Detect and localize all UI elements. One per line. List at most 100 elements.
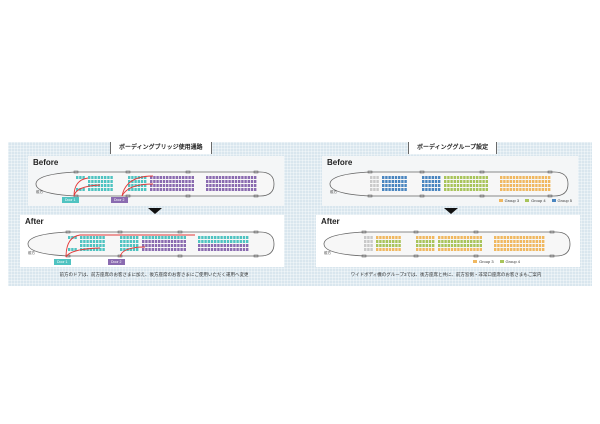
seat-first (367, 248, 370, 251)
seat-group5 (404, 180, 407, 183)
seat-economy (174, 244, 177, 247)
seat-group5 (431, 176, 434, 179)
seat-premium (136, 236, 139, 239)
seat-economy (457, 248, 460, 251)
seat-group3 (538, 176, 541, 179)
seat-first (71, 248, 74, 251)
seat-economy-rear (212, 184, 215, 187)
seat-economy-rear (217, 244, 220, 247)
seat-premium (134, 184, 137, 187)
seat-premium (134, 180, 137, 183)
seat-group5 (385, 184, 388, 187)
seat-economy-rear (204, 236, 207, 239)
seat-first (376, 184, 379, 187)
seat-group3 (538, 248, 542, 251)
legend: Group 3 Group 4 (473, 259, 520, 264)
seat-economy-rear (218, 176, 222, 179)
seat-economy (470, 240, 473, 243)
seat-premium (129, 236, 132, 239)
nose-label: 前方 (36, 190, 43, 194)
seat-economy (148, 240, 151, 243)
seat-group3 (519, 236, 522, 239)
seat-economy (457, 240, 460, 243)
seat-business (89, 244, 92, 247)
door-icon (479, 170, 485, 174)
seat-economy-rear (238, 188, 241, 191)
seat-business (102, 240, 105, 243)
group5-swatch (551, 199, 556, 202)
seat-group3 (512, 176, 516, 179)
legend-item: Group 3 (473, 259, 494, 264)
seat-economy (158, 248, 161, 251)
seat-economy (151, 244, 154, 247)
seat-group3 (538, 244, 542, 247)
seat-group5 (388, 184, 391, 187)
seat-economy (174, 248, 177, 251)
seat-economy (154, 240, 158, 243)
seat-economy (441, 240, 444, 243)
seat-economy (177, 240, 180, 243)
seat-group5 (404, 184, 407, 187)
caption: ワイドボディ機のグループ3では、後方座席と共に、前方窓側・非常口座席のお客さまも… (350, 272, 542, 277)
seat-economy (153, 176, 156, 179)
seat-group4 (466, 180, 469, 183)
seat-group5 (391, 184, 394, 187)
seat-group3 (513, 248, 516, 251)
seat-group3 (503, 176, 506, 179)
seat-premium (432, 244, 435, 247)
seat-group3 (535, 240, 538, 243)
seat-economy (153, 184, 156, 187)
seat-group3 (503, 180, 506, 183)
seat-economy (169, 184, 172, 187)
seat-economy (166, 188, 169, 191)
seat-economy (154, 248, 158, 251)
seat-economy (463, 240, 466, 243)
seat-premium (129, 248, 132, 251)
seat-economy (172, 176, 175, 179)
seat-economy (183, 236, 186, 239)
seat-premium (131, 184, 134, 187)
seat-group3 (526, 236, 529, 239)
seat-first (376, 188, 379, 191)
seat-economy (172, 180, 175, 183)
seat-economy-rear (246, 240, 249, 243)
seat-economy-rear (214, 244, 217, 247)
seat-first (82, 176, 85, 179)
seat-economy-rear (239, 240, 242, 243)
seat-group4 (460, 184, 463, 187)
seat-economy (447, 244, 450, 247)
seat-group4 (485, 188, 488, 191)
seat-economy (161, 244, 164, 247)
seat-economy (454, 240, 457, 243)
seat-business (80, 240, 83, 243)
seat-economy (150, 176, 153, 179)
seat-economy-rear (239, 236, 242, 239)
seat-economy (476, 236, 479, 239)
seat-economy (151, 240, 154, 243)
seat-first (71, 236, 74, 239)
seat-group4 (469, 180, 472, 183)
seat-economy-rear (220, 240, 223, 243)
seat-economy-rear (204, 240, 207, 243)
seat-economy-rear (217, 240, 220, 243)
seat-group3 (519, 176, 522, 179)
seat-business (104, 184, 107, 187)
seat-group4 (450, 188, 453, 191)
seat-economy-rear (220, 248, 223, 251)
seat-business (99, 244, 102, 247)
seat-economy (175, 184, 178, 187)
seat-group4 (479, 176, 482, 179)
seat-group4 (472, 176, 476, 179)
seat-economy-rear (254, 184, 257, 187)
seat-group5 (404, 176, 407, 179)
seat-premium (132, 248, 136, 251)
seat-group4 (466, 176, 469, 179)
seat-economy-rear (225, 176, 228, 179)
seat-premium (422, 240, 425, 243)
seat-economy-rear (230, 248, 233, 251)
seat-group3 (500, 244, 503, 247)
seat-group4 (460, 188, 463, 191)
seat-group5 (398, 188, 401, 191)
seat-group3 (506, 248, 510, 251)
seat-premium (136, 244, 139, 247)
